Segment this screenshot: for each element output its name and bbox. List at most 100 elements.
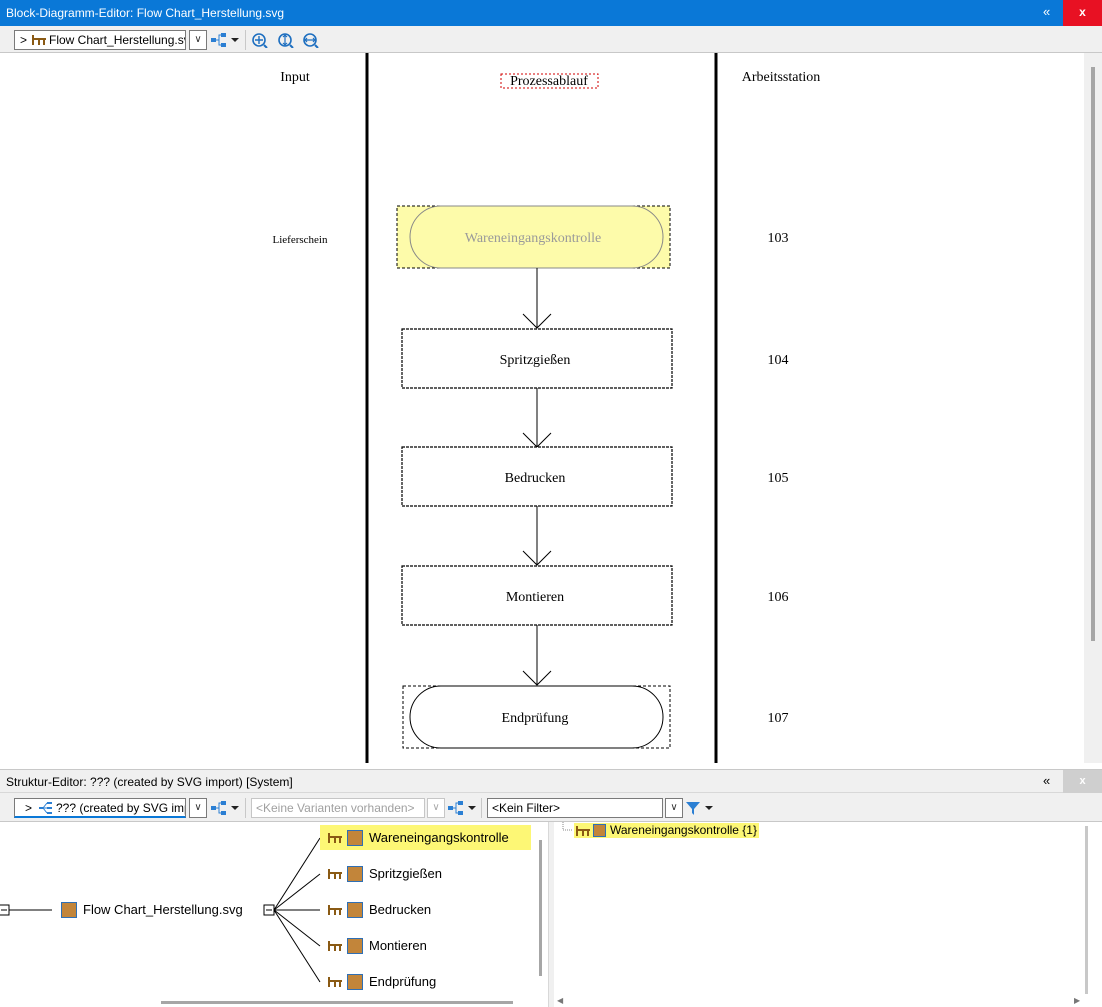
structure-node-icon (576, 826, 590, 836)
hierarchy-menu-arrow-icon[interactable] (231, 38, 239, 42)
nav-prefix: > (20, 33, 28, 47)
detail-vertical-scrollbar[interactable] (1085, 826, 1088, 994)
detail-list-panel[interactable]: ◀ ▶ (554, 822, 1102, 1007)
column-header-process[interactable]: Prozessablauf (510, 74, 588, 89)
block-editor-titlebar: Block-Diagramm-Editor: Flow Chart_Herste… (0, 0, 1102, 26)
module-icon (347, 866, 363, 882)
flow-chart-diagram[interactable]: Input Prozessablauf Arbeitsstation Liefe… (0, 53, 1084, 763)
structure-node-icon (328, 869, 342, 879)
structure-selector[interactable]: > ??? (created by SVG import) (14, 798, 186, 818)
flow-arrow (522, 268, 552, 329)
structure-editor-toolbar: > ??? (created by SVG import) ∨ <Keine V… (0, 793, 1102, 822)
variants-dropdown-button: ∨ (427, 798, 445, 818)
scroll-left-arrow-icon[interactable]: ◀ (557, 996, 564, 1005)
station-number: 104 (768, 353, 789, 368)
variants-selector: <Keine Varianten vorhanden> (251, 798, 425, 818)
module-icon (347, 902, 363, 918)
toolbar-separator (481, 798, 482, 818)
flow-step-2[interactable]: Spritzgießen (401, 328, 673, 389)
structure-node-icon (32, 35, 46, 45)
flow-arrow (522, 388, 552, 448)
scrollbar-thumb[interactable] (1091, 67, 1095, 641)
structure-node-icon (328, 905, 342, 915)
filter-value: <Kein Filter> (492, 801, 561, 815)
detail-tree-lines (562, 822, 572, 831)
structure-node-icon (328, 833, 342, 843)
structure-tree-panel[interactable]: Flow Chart_Herstellung.svg Wareneingangs… (0, 822, 548, 1007)
detail-item-label: Wareneingangskontrolle {1} (610, 823, 757, 837)
structure-editor-title: Struktur-Editor: ??? (created by SVG imp… (6, 775, 293, 789)
nav-prefix: > (25, 801, 33, 815)
collapse-icon[interactable]: « (1043, 4, 1051, 19)
step-label: Endprüfung (502, 711, 569, 726)
structure-node-icon (328, 941, 342, 951)
structure-editor-titlebar: Struktur-Editor: ??? (created by SVG imp… (0, 769, 1102, 793)
station-number: 106 (768, 590, 789, 605)
panel-splitter[interactable] (548, 822, 554, 1007)
structure-dropdown-button[interactable]: ∨ (189, 798, 207, 818)
flow-arrow (522, 506, 552, 566)
variants-placeholder: <Keine Varianten vorhanden> (256, 801, 415, 815)
flow-step-5[interactable]: Endprüfung (402, 685, 671, 749)
module-icon (61, 902, 77, 918)
filter-dropdown-button[interactable]: ∨ (665, 798, 683, 818)
module-icon (347, 830, 363, 846)
zoom-fit-icon[interactable] (251, 32, 269, 48)
station-number: 107 (768, 711, 789, 726)
block-editor-toolbar: > Flow Chart_Herstellung.svg ∨ (0, 26, 1102, 53)
diagram-selector-value: Flow Chart_Herstellung.svg (49, 33, 186, 47)
filter-menu-arrow-icon[interactable] (705, 806, 713, 810)
module-icon (593, 824, 606, 837)
tree-horizontal-scrollbar-thumb[interactable] (161, 1001, 513, 1004)
step-label: Wareneingangskontrolle (465, 231, 602, 246)
process-shape (401, 328, 673, 389)
hierarchy-icon[interactable] (210, 800, 228, 816)
toolbar-separator (245, 30, 246, 50)
flow-step-4[interactable]: Montieren (401, 565, 673, 626)
tree-vertical-scrollbar-thumb[interactable] (539, 840, 542, 976)
zoom-width-icon[interactable] (302, 32, 320, 48)
close-button[interactable]: x (1063, 770, 1102, 793)
detail-list-item[interactable]: Wareneingangskontrolle {1} (574, 823, 759, 838)
filter-selector[interactable]: <Kein Filter> (487, 798, 663, 818)
diagram-dropdown-button[interactable]: ∨ (189, 30, 207, 50)
tree-child-label[interactable]: Wareneingangskontrolle (369, 830, 509, 845)
module-icon (347, 974, 363, 990)
block-editor-title: Block-Diagramm-Editor: Flow Chart_Herste… (6, 6, 285, 20)
tree-child-label[interactable]: Bedrucken (369, 902, 432, 917)
process-shape (401, 565, 673, 626)
step-label: Bedrucken (505, 471, 566, 486)
hierarchy-icon[interactable] (210, 32, 228, 48)
station-number: 105 (768, 471, 789, 486)
diagram-vertical-scrollbar[interactable] (1084, 53, 1102, 763)
flow-step-1[interactable]: Wareneingangskontrolle (396, 205, 671, 269)
variant-hierarchy-icon[interactable] (447, 800, 465, 816)
column-header-input: Input (280, 70, 310, 85)
tree-child-label[interactable]: Montieren (369, 938, 427, 953)
diagram-selector[interactable]: > Flow Chart_Herstellung.svg (14, 30, 186, 50)
tree-connectors (0, 837, 321, 983)
flow-arrow (522, 625, 552, 686)
close-button[interactable]: x (1063, 0, 1102, 26)
structure-selector-value: ??? (created by SVG import) (56, 801, 185, 815)
step-label: Montieren (506, 590, 564, 605)
zoom-height-icon[interactable] (277, 32, 295, 48)
structure-node-icon (328, 977, 342, 987)
module-icon (347, 938, 363, 954)
tree-root-label[interactable]: Flow Chart_Herstellung.svg (83, 902, 243, 917)
collapse-icon[interactable]: « (1043, 773, 1051, 788)
step-label: Spritzgießen (500, 353, 571, 368)
scroll-right-arrow-icon[interactable]: ▶ (1074, 996, 1081, 1005)
diagram-canvas[interactable]: Input Prozessablauf Arbeitsstation Liefe… (0, 53, 1084, 763)
input-label: Lieferschein (273, 234, 328, 246)
column-header-station: Arbeitsstation (742, 70, 821, 85)
header-selection-box (500, 73, 599, 89)
filter-icon[interactable] (685, 800, 703, 816)
tree-child-label[interactable]: Endprüfung (369, 974, 437, 989)
hierarchy-menu-arrow-icon[interactable] (231, 806, 239, 810)
station-number: 103 (768, 231, 789, 246)
process-shape (401, 446, 673, 507)
flow-step-3[interactable]: Bedrucken (401, 446, 673, 507)
variant-menu-arrow-icon[interactable] (468, 806, 476, 810)
tree-child-label[interactable]: Spritzgießen (369, 866, 442, 881)
